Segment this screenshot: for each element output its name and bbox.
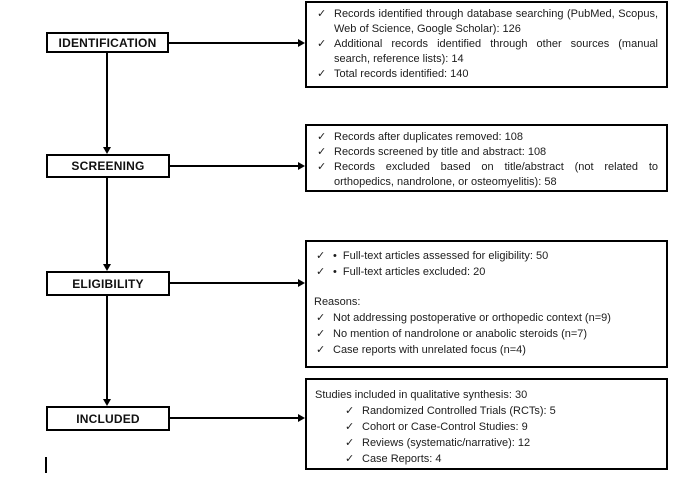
blank-line (314, 280, 658, 294)
stage-label-included: INCLUDED (76, 411, 140, 426)
check-icon: ✓ (345, 405, 355, 417)
info-box-eligibility: ✓ • Full-text articles assessed for eligi… (305, 240, 668, 368)
bullet-icon: • (333, 266, 337, 278)
bullet-icon: • (333, 250, 337, 262)
check-icon: ✓ (316, 266, 326, 278)
list-item-text: Reviews (systematic/narrative): 12 (362, 437, 531, 449)
list-item-text: Randomized Controlled Trials (RCTs): 5 (362, 405, 556, 417)
arrow-right-icon (298, 279, 305, 287)
check-icon: ✓ (316, 312, 326, 324)
list-item-text: Additional records identified through ot… (334, 38, 658, 65)
list-item: ✓ • Full-text articles assessed for eligi… (314, 248, 658, 264)
info-box-included: Studies included in qualitative synthesi… (305, 378, 668, 470)
check-icon: ✓ (345, 437, 355, 449)
list-item: ✓ Case Reports: 4 (343, 451, 658, 467)
reasons-label: Reasons: (314, 296, 361, 308)
list-item-text: No mention of nandrolone or anabolic ste… (333, 328, 588, 340)
check-icon: ✓ (345, 453, 355, 465)
check-icon: ✓ (317, 8, 327, 20)
list-item: ✓ Cohort or Case-Control Studies: 9 (343, 419, 658, 435)
list-item: ✓ Not addressing postoperative or orthop… (314, 310, 658, 326)
list-item: ✓ Records identified through database se… (315, 7, 658, 37)
check-icon: ✓ (317, 38, 327, 50)
connector-line-screening-eligibility (106, 178, 108, 264)
check-icon: ✓ (317, 146, 327, 158)
list-item-text: Case reports with unrelated focus (n=4) (333, 344, 526, 356)
stage-box-identification: IDENTIFICATION (46, 32, 169, 53)
list-item-text: Full-text articles assessed for eligibil… (342, 250, 549, 262)
info-box-identification: ✓ Records identified through database se… (305, 1, 668, 88)
list-item: ✓ Records screened by title and abstract… (315, 145, 658, 160)
arrow-right-icon (298, 39, 305, 47)
list-item-text: Cohort or Case-Control Studies: 9 (362, 421, 528, 433)
list-item-text: Case Reports: 4 (362, 453, 442, 465)
list-item-text: Full-text articles excluded: 20 (342, 266, 486, 278)
connector-line-included-info (169, 417, 298, 419)
check-icon: ✓ (345, 421, 355, 433)
check-icon: ✓ (316, 344, 326, 356)
stage-label-screening: SCREENING (71, 159, 145, 173)
stage-box-screening: SCREENING (46, 154, 170, 178)
check-icon: ✓ (317, 161, 327, 173)
stage-label-identification: IDENTIFICATION (58, 35, 157, 50)
list-item: ✓ Records after duplicates removed: 108 (315, 130, 658, 145)
connector-line-screening-info (169, 165, 298, 167)
info-box-screening: ✓ Records after duplicates removed: 108 … (305, 124, 668, 192)
list-item-text: Records excluded based on title/abstract… (334, 161, 658, 188)
list-item-text: Records after duplicates removed: 108 (334, 131, 523, 143)
arrow-right-icon (298, 414, 305, 422)
included-heading: Studies included in qualitative synthesi… (315, 389, 528, 401)
list-item: ✓ • Full-text articles excluded: 20 (314, 264, 658, 280)
connector-line-eligibility-included (106, 296, 108, 399)
connector-line-eligibility-info (169, 282, 298, 284)
list-item: ✓ Case reports with unrelated focus (n=4… (314, 342, 658, 358)
stage-box-eligibility: ELIGIBILITY (46, 271, 170, 296)
connector-line-identification-info (168, 42, 298, 44)
list-item-text: Total records identified: 140 (334, 68, 469, 80)
check-icon: ✓ (317, 131, 327, 143)
text-cursor (45, 457, 47, 473)
list-item: ✓ Records excluded based on title/abstra… (315, 160, 658, 190)
stage-box-included: INCLUDED (46, 406, 170, 431)
check-icon: ✓ (316, 250, 326, 262)
connector-line-identification-screening (106, 53, 108, 147)
list-item: ✓ Additional records identified through … (315, 37, 658, 67)
list-item-text: Records identified through database sear… (334, 8, 658, 35)
stage-label-eligibility: ELIGIBILITY (72, 276, 144, 291)
arrow-down-icon (103, 399, 111, 406)
arrow-down-icon (103, 264, 111, 271)
list-item-text: Not addressing postoperative or orthoped… (333, 312, 611, 324)
arrow-down-icon (103, 147, 111, 154)
list-item-text: Records screened by title and abstract: … (334, 146, 547, 158)
check-icon: ✓ (317, 68, 327, 80)
list-item: ✓ Total records identified: 140 (315, 67, 658, 82)
list-item: ✓ Reviews (systematic/narrative): 12 (343, 435, 658, 451)
arrow-right-icon (298, 162, 305, 170)
list-item: ✓ Randomized Controlled Trials (RCTs): 5 (343, 403, 658, 419)
list-item: ✓ No mention of nandrolone or anabolic s… (314, 326, 658, 342)
check-icon: ✓ (316, 328, 326, 340)
